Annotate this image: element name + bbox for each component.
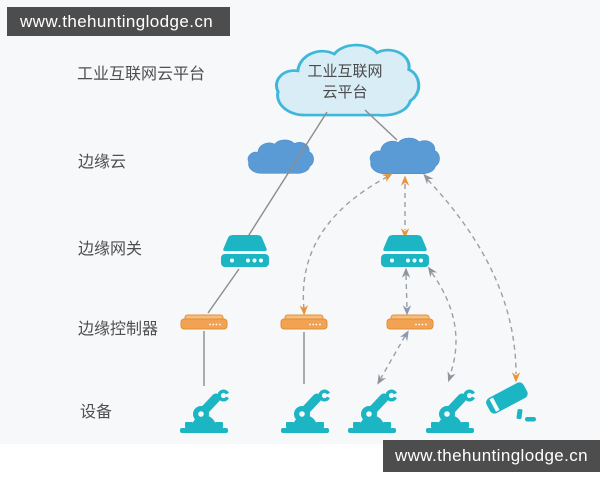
edge-controller3-robot3 bbox=[373, 328, 413, 387]
row-label-cloud-platform: 工业互联网云平台 bbox=[77, 66, 206, 83]
robot-arm-2-icon bbox=[281, 390, 332, 434]
watermark-top: www.thehuntinglodge.cn bbox=[7, 7, 230, 36]
edge-gateway1-controller1 bbox=[207, 268, 240, 314]
controller-1-icon bbox=[180, 314, 228, 330]
cloud-platform-label: 工业互联网 云平台 bbox=[283, 61, 407, 103]
robot-arm-1-icon bbox=[180, 390, 231, 434]
row-label-device: 设备 bbox=[80, 404, 113, 421]
gateway-2-icon bbox=[381, 235, 429, 267]
edge-cloudplatform-edgecloud2 bbox=[364, 109, 398, 141]
camera-icon bbox=[484, 380, 536, 422]
edge-edgecloud2-gateway2 bbox=[400, 175, 410, 239]
gateway-1-icon bbox=[221, 235, 269, 267]
row-label-edge-gateway: 边缘网关 bbox=[78, 241, 143, 258]
robot-arm-4-icon bbox=[426, 390, 477, 434]
edge-edgecloud2-camera bbox=[420, 171, 521, 383]
row-label-edge-cloud: 边缘云 bbox=[78, 154, 127, 171]
cloud-platform-label-line2: 云平台 bbox=[322, 84, 368, 101]
watermark-top-text: www.thehuntinglodge.cn bbox=[20, 11, 214, 31]
edge-gateway2-controller3 bbox=[401, 267, 412, 316]
robot-arm-3-icon bbox=[348, 390, 399, 434]
controller-3-icon bbox=[386, 314, 434, 330]
watermark-bottom-text: www.thehuntinglodge.cn bbox=[394, 446, 589, 465]
edge-gateway2-robot4 bbox=[424, 264, 457, 384]
edge-controller2-edgecloud2 bbox=[299, 169, 395, 316]
watermark-bottom: www.thehuntinglodge.cn bbox=[383, 440, 600, 472]
edge-cloud-1-icon bbox=[247, 139, 314, 174]
edge-cloudplatform-edgecloud1-gateway1 bbox=[246, 111, 328, 239]
cloud-platform-label-line1: 工业互联网 bbox=[307, 63, 383, 80]
controller-2-icon bbox=[280, 314, 328, 330]
row-label-edge-controller: 边缘控制器 bbox=[78, 321, 159, 338]
edge-cloud-2-icon bbox=[369, 137, 440, 175]
